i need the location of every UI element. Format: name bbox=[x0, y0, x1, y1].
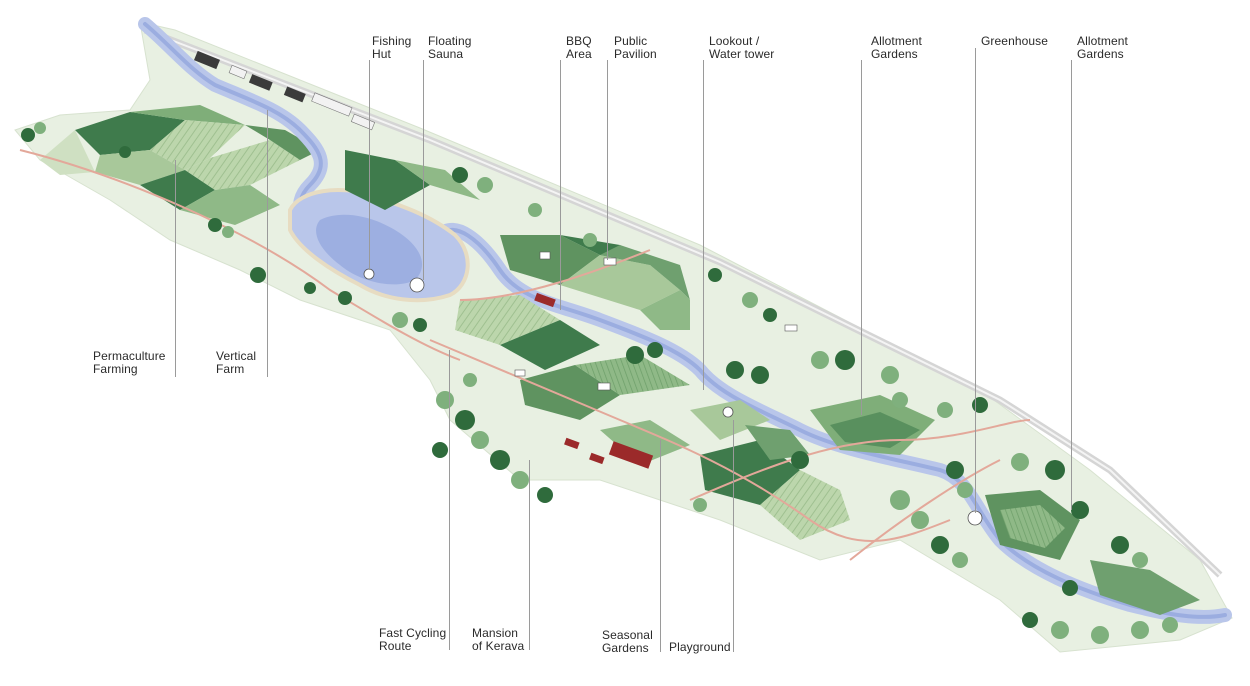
label-mansion-of-kerava: Mansion of Kerava bbox=[472, 626, 525, 653]
leader-line-allotment-gardens-1 bbox=[861, 60, 862, 415]
label-allotment-gardens-2: Allotment Gardens bbox=[1077, 34, 1128, 61]
leader-line-playground bbox=[733, 420, 734, 652]
central-fields bbox=[345, 150, 850, 540]
leader-line-mansion-of-kerava bbox=[529, 460, 530, 650]
label-seasonal-gardens: Seasonal Gardens bbox=[602, 628, 653, 655]
leader-line-allotment-gardens-2 bbox=[1071, 60, 1072, 510]
label-bbq-area: BBQ Area bbox=[566, 34, 592, 61]
label-floating-sauna: Floating Sauna bbox=[428, 34, 472, 61]
leader-line-public-pavilion bbox=[607, 60, 608, 260]
leader-line-floating-sauna bbox=[423, 60, 424, 280]
label-public-pavilion: Public Pavilion bbox=[614, 34, 657, 61]
tree-clusters bbox=[21, 122, 1178, 644]
leader-line-fishing-hut bbox=[369, 60, 370, 270]
label-vertical-farm: Vertical Farm bbox=[216, 349, 257, 376]
label-playground: Playground bbox=[669, 640, 731, 654]
leader-line-fast-cycling-route bbox=[449, 350, 450, 650]
label-fast-cycling-route: Fast Cycling Route bbox=[379, 626, 447, 653]
label-allotment-gardens-1: Allotment Gardens bbox=[871, 34, 922, 61]
label-permaculture-farming: Permaculture Farming bbox=[93, 349, 166, 376]
label-fishing-hut: Fishing Hut bbox=[372, 34, 412, 61]
leader-line-vertical-farm bbox=[267, 110, 268, 377]
leader-line-greenhouse bbox=[975, 48, 976, 513]
leader-line-permaculture-farming bbox=[175, 160, 176, 377]
allotment-fields bbox=[810, 395, 1200, 615]
label-greenhouse: Greenhouse bbox=[981, 34, 1049, 48]
leader-line-seasonal-gardens bbox=[660, 440, 661, 652]
leader-line-bbq-area bbox=[560, 60, 561, 310]
label-lookout-water-tower: Lookout / Water tower bbox=[709, 34, 775, 61]
railway-road-line bbox=[144, 29, 1221, 576]
buildings bbox=[194, 50, 983, 526]
permaculture-fields bbox=[40, 105, 320, 225]
leader-line-lookout-water-tower bbox=[703, 60, 704, 390]
pedestrian-paths bbox=[19, 149, 1031, 561]
